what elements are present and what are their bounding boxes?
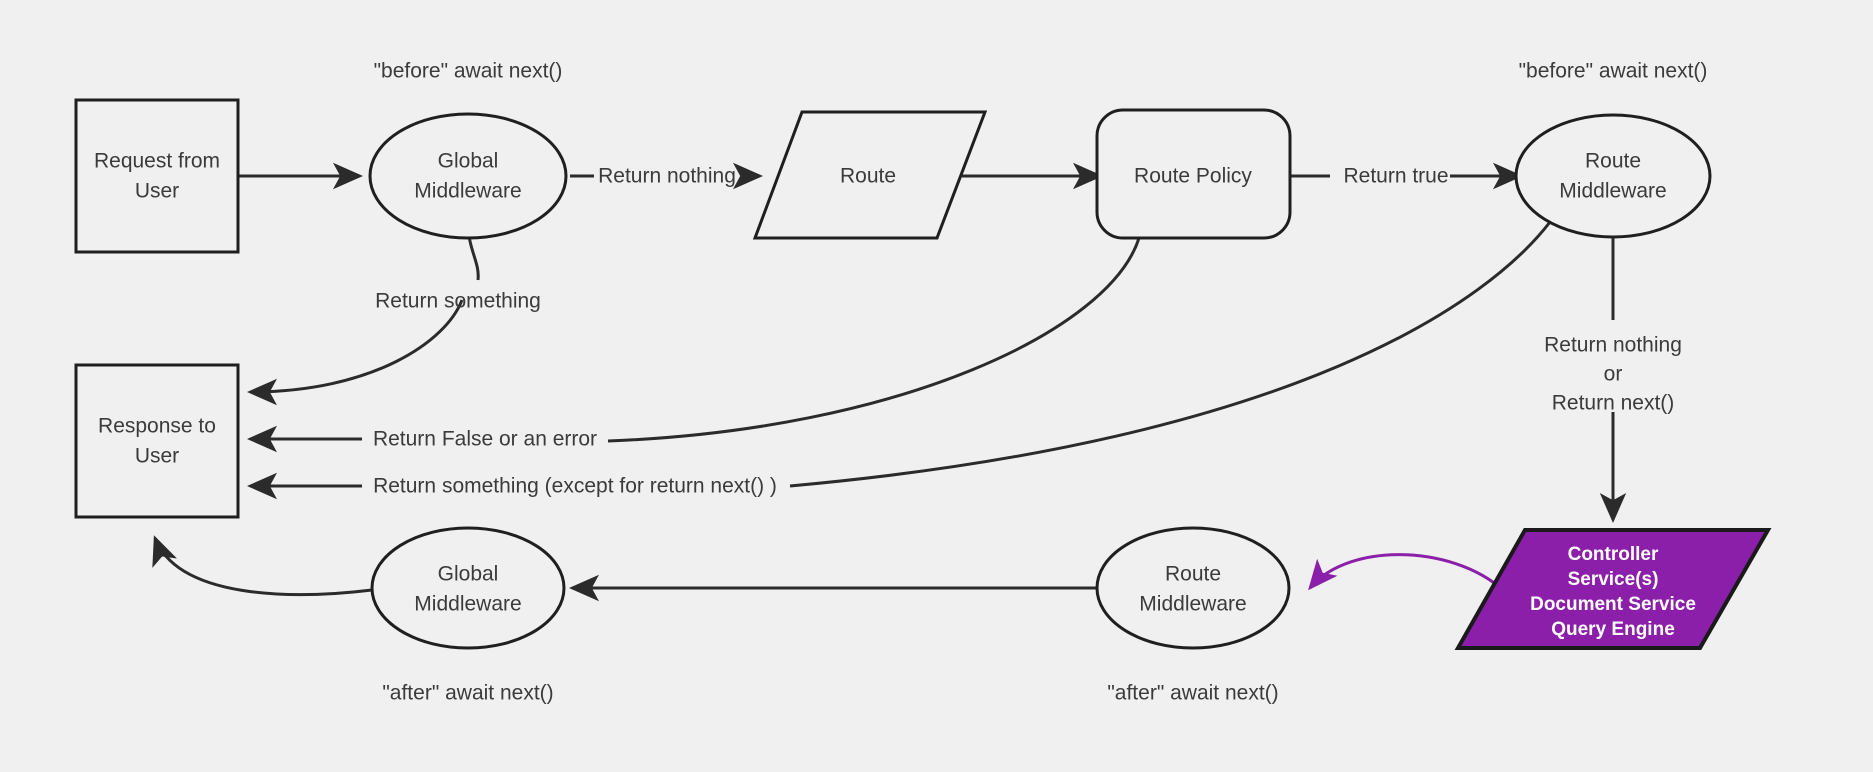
route-middleware-top-label-line1: Route bbox=[1585, 150, 1641, 173]
edge-route-policy-return-false bbox=[607, 237, 1141, 443]
edge-label-return-nothing-or-next-line1: Return nothing bbox=[1544, 334, 1682, 357]
annotation-after-await-next-route: "after" await next() bbox=[1107, 682, 1278, 705]
route-middleware-top-label-line2: Middleware bbox=[1559, 180, 1666, 203]
route-middleware-bottom-shape bbox=[1095, 526, 1291, 650]
node-response-to-user[interactable]: Response to User bbox=[74, 363, 240, 519]
global-middleware-bottom-label-line1: Global bbox=[438, 563, 499, 586]
route-middleware-top-shape bbox=[1514, 113, 1712, 239]
annotation-before-await-next-route: "before" await next() bbox=[1519, 60, 1708, 83]
route-middleware-bottom-label-line1: Route bbox=[1165, 563, 1221, 586]
node-global-middleware-bottom[interactable]: Global Middleware bbox=[370, 526, 566, 650]
global-middleware-top-shape bbox=[368, 112, 568, 240]
edge-controller-services-to-route-middleware-bottom bbox=[1308, 553, 1510, 597]
edge-label-return-nothing-or-next-line3: Return next() bbox=[1552, 392, 1675, 415]
global-middleware-bottom-shape bbox=[370, 526, 566, 650]
controller-services-label-line2: Service(s) bbox=[1568, 569, 1659, 590]
edge-global-middleware-return-something-tail bbox=[247, 299, 464, 406]
controller-services-shape bbox=[1454, 528, 1772, 650]
annotation-before-await-next-global: "before" await next() bbox=[374, 60, 563, 83]
edge-label-return-nothing-or-next-line2: or bbox=[1604, 363, 1623, 386]
edge-global-middleware-bottom-to-response bbox=[152, 535, 373, 597]
edge-label-return-something-except-next: Return something (except for return next… bbox=[373, 475, 777, 498]
node-global-middleware-top[interactable]: Global Middleware bbox=[368, 112, 568, 240]
node-controller-services[interactable]: Controller Service(s) Document Service Q… bbox=[1454, 528, 1772, 650]
route-policy-label: Route Policy bbox=[1134, 165, 1252, 188]
controller-services-label-line1: Controller bbox=[1568, 544, 1659, 565]
route-middleware-bottom-label-line2: Middleware bbox=[1139, 593, 1246, 616]
route-policy-shape bbox=[1095, 108, 1292, 240]
controller-services-label-line3: Document Service bbox=[1530, 594, 1696, 615]
route-label: Route bbox=[840, 165, 896, 188]
global-middleware-top-label-line1: Global bbox=[438, 150, 499, 173]
node-route[interactable]: Route bbox=[752, 110, 988, 240]
global-middleware-top-label-line2: Middleware bbox=[414, 180, 521, 203]
node-route-middleware-bottom[interactable]: Route Middleware bbox=[1095, 526, 1291, 650]
request-from-user-label-line1: Request from bbox=[94, 150, 220, 173]
route-shape bbox=[752, 110, 988, 240]
response-to-user-shape bbox=[74, 363, 240, 519]
response-to-user-label-line2: User bbox=[135, 445, 179, 468]
edge-label-return-false-or-error: Return False or an error bbox=[373, 428, 597, 451]
annotation-after-await-next-global: "after" await next() bbox=[382, 682, 553, 705]
node-request-from-user[interactable]: Request from User bbox=[74, 98, 240, 254]
edge-label-return-something: Return something bbox=[375, 290, 541, 313]
node-route-policy[interactable]: Route Policy bbox=[1095, 108, 1292, 240]
request-from-user-shape bbox=[74, 98, 240, 254]
controller-services-label-line4: Query Engine bbox=[1551, 619, 1675, 640]
global-middleware-bottom-label-line2: Middleware bbox=[414, 593, 521, 616]
edge-label-return-true: Return true bbox=[1343, 165, 1448, 188]
request-from-user-label-line2: User bbox=[135, 180, 179, 203]
edge-route-middleware-return-something-except bbox=[789, 221, 1552, 488]
response-to-user-label-line1: Response to bbox=[98, 415, 216, 438]
edge-label-return-nothing: Return nothing bbox=[598, 165, 736, 188]
node-route-middleware-top[interactable]: Route Middleware bbox=[1514, 113, 1712, 239]
